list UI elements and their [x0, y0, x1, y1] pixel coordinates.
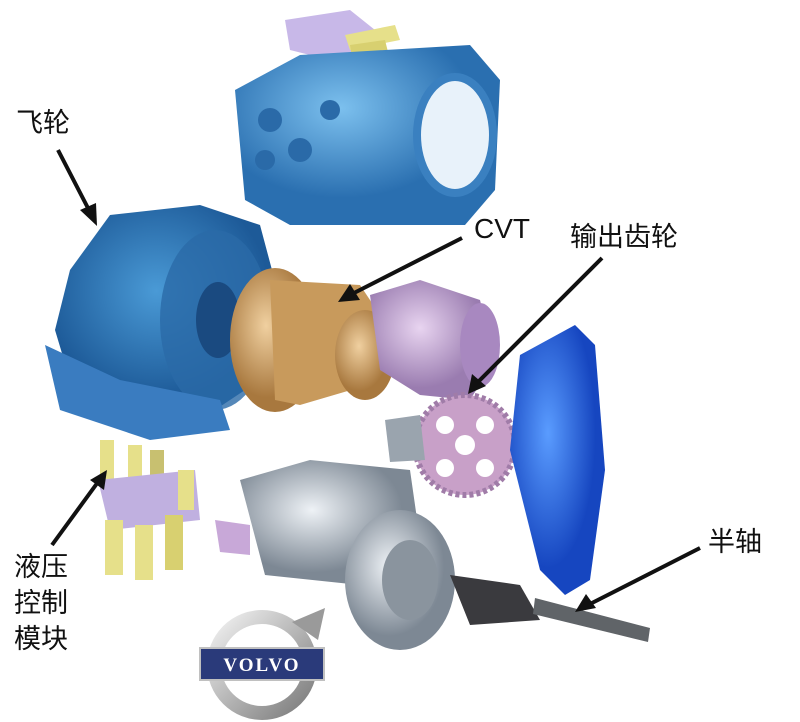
volvo-logo-text: VOLVO	[223, 655, 300, 676]
output-gear-arrow	[476, 256, 604, 384]
callout-arrows	[50, 149, 701, 612]
label-cvt: CVT	[474, 213, 530, 244]
half-shaft-arrow	[589, 546, 701, 606]
flywheel-arrow	[56, 149, 92, 213]
differential-housing	[215, 460, 455, 650]
label-hydraulic-line3: 模块	[14, 624, 68, 655]
label-half-shaft: 半轴	[708, 527, 762, 558]
label-hydraulic-line2: 控制	[14, 588, 68, 619]
flywheel-unit	[45, 205, 280, 440]
label-flywheel: 飞轮	[16, 108, 70, 139]
output-gear	[385, 392, 518, 498]
label-output-gear: 输出齿轮	[570, 222, 678, 253]
side-cover	[510, 325, 605, 595]
hydraulic-module	[98, 440, 200, 580]
hydraulic-arrow	[50, 480, 100, 547]
cvt-variator	[370, 280, 500, 400]
label-hydraulic-line1: 液压	[14, 552, 68, 583]
volvo-logo: VOLVO	[199, 608, 325, 720]
half-shaft	[450, 575, 650, 642]
cvt-unit	[230, 268, 395, 412]
cvt-arrow	[351, 236, 463, 296]
top-valve-block	[285, 10, 400, 60]
transmission-housing	[235, 45, 500, 225]
